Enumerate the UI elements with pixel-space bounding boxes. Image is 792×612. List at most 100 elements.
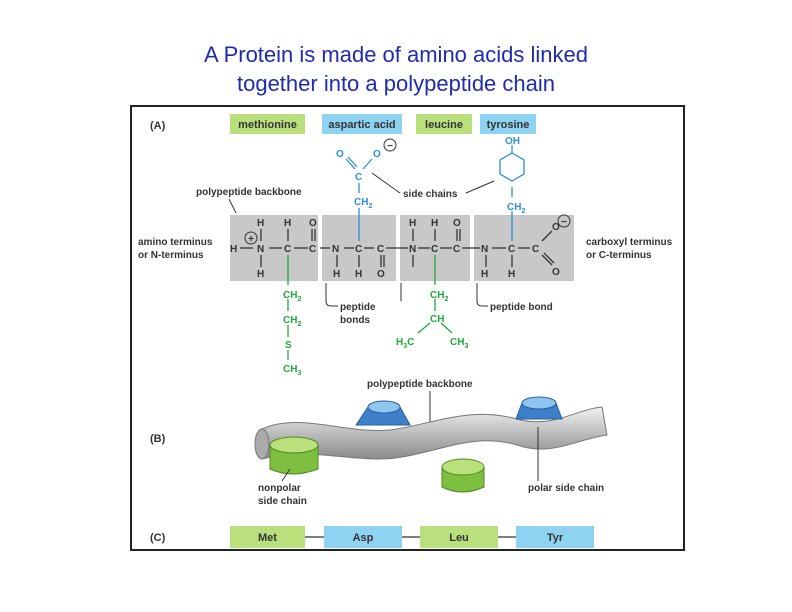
- negative-charge-sign-c: −: [561, 217, 567, 228]
- met-ch2-a: CH2: [283, 290, 301, 303]
- asp-ch2: CH2: [354, 197, 372, 210]
- title-line-2: together into a polypeptide chain: [236, 71, 555, 96]
- atom-h1c: H: [284, 218, 291, 229]
- leu-ch: CH: [430, 314, 444, 325]
- atom-c3a: C: [431, 244, 438, 255]
- asp-box: [324, 526, 402, 548]
- met-ch3: CH3: [283, 364, 301, 377]
- leu-ch2: CH2: [430, 290, 448, 303]
- tyr-oh: OH: [505, 136, 520, 147]
- leu-box: [420, 526, 498, 548]
- peptide-bond-bracket: [476, 283, 488, 307]
- atom-h1a: H: [257, 218, 264, 229]
- aspartic-acid-label: aspartic acid: [328, 119, 395, 131]
- backbone-bonds: [240, 229, 555, 267]
- leucine-side-chain-bonds: [417, 255, 453, 334]
- leu-abbr: Leu: [449, 532, 469, 544]
- atom-o2: O: [377, 269, 385, 280]
- peptide-bonds-label-1: peptide: [340, 302, 376, 313]
- met-abbr: Met: [258, 532, 277, 544]
- methionine-label: methionine: [238, 119, 297, 131]
- tyrosine-side-chain-bonds: [499, 145, 525, 241]
- met-box: [230, 526, 305, 548]
- leu-ch3: CH3: [450, 337, 468, 350]
- positive-charge-sign: +: [248, 234, 254, 245]
- nonpolar-label-1: nonpolar: [258, 483, 301, 494]
- met-ch2-b: CH2: [283, 315, 301, 328]
- amino-terminus-label: amino terminus: [138, 237, 213, 248]
- atom-h3b: H: [431, 218, 438, 229]
- tyrosine-box: [480, 114, 536, 134]
- backbone-pointer: [228, 198, 237, 214]
- atom-n3: N: [409, 244, 416, 255]
- asp-o1: O: [336, 149, 344, 160]
- atom-h4a: H: [481, 269, 488, 280]
- nonpolar-label-2: side chain: [258, 496, 307, 507]
- atom-o3: O: [453, 218, 461, 229]
- peptide-bonds-bracket: [325, 283, 338, 307]
- asp-abbr: Asp: [353, 532, 374, 544]
- leu-h3c: H3C: [396, 337, 414, 350]
- tyr-ch2: CH2: [507, 202, 525, 215]
- polar-side-chain-2: [515, 396, 563, 420]
- slide-title: A Protein is made of amino acids linked …: [0, 40, 792, 98]
- negative-charge-icon-c: [557, 214, 571, 228]
- atom-c2b: C: [377, 244, 384, 255]
- atom-h2b: H: [355, 269, 362, 280]
- positive-charge-icon: [244, 231, 258, 245]
- atom-c1a: C: [284, 244, 291, 255]
- atom-h2a: H: [333, 269, 340, 280]
- atom-c3b: C: [453, 244, 460, 255]
- atom-o4b: O: [552, 267, 560, 278]
- atom-n1: N: [257, 244, 264, 255]
- atom-h-n: H: [230, 244, 237, 255]
- atom-h1b: H: [257, 269, 264, 280]
- side-chain-pointer-asp: [371, 172, 401, 194]
- protein-diagram: (A) methionine aspartic acid leucine tyr…: [138, 114, 673, 548]
- atom-c1b: C: [309, 244, 316, 255]
- atom-c2a: C: [355, 244, 362, 255]
- asp-o2: O: [373, 149, 381, 160]
- panel-c-tag: (C): [150, 532, 166, 544]
- methionine-box: [230, 114, 305, 134]
- negative-charge-sign-asp: −: [387, 141, 393, 152]
- atom-h4b: H: [508, 269, 515, 280]
- n-terminus-label: or N-terminus: [138, 250, 204, 261]
- nonpolar-pointer: [281, 468, 291, 482]
- backbone-tube: [261, 406, 608, 460]
- tyr-box: [516, 526, 594, 548]
- negative-charge-icon-asp: [383, 138, 397, 152]
- c-terminus-label: or C-terminus: [586, 250, 652, 261]
- tyrosine-label: tyrosine: [487, 119, 530, 131]
- nonpolar-side-chain-2: [441, 458, 485, 493]
- leucine-box: [416, 114, 472, 134]
- atom-h3a: H: [409, 218, 416, 229]
- protein-figure: (A) methionine aspartic acid leucine tyr…: [130, 105, 685, 551]
- aspartic-acid-box: [322, 114, 402, 134]
- asp-c: C: [355, 172, 362, 183]
- polypeptide-backbone-label: polypeptide backbone: [196, 187, 302, 198]
- leucine-label: leucine: [425, 119, 463, 131]
- atom-c4a: C: [508, 244, 515, 255]
- aspartic-side-chain-bonds: [345, 156, 373, 241]
- peptide-bond-label: peptide bond: [490, 302, 553, 313]
- nonpolar-side-chain-1: [269, 436, 319, 475]
- polar-side-chain-1: [355, 400, 411, 426]
- atom-n4: N: [481, 244, 488, 255]
- atom-c4b: C: [532, 244, 539, 255]
- atom-o4a: O: [552, 222, 560, 233]
- met-s: S: [285, 340, 292, 351]
- atom-o1: O: [309, 218, 317, 229]
- carboxyl-terminus-label: carboxyl terminus: [586, 237, 673, 248]
- panel-b-tag: (B): [150, 433, 166, 445]
- peptide-bonds-label-2: bonds: [340, 315, 370, 326]
- panel-a-tag: (A): [150, 120, 166, 132]
- polar-side-chain-label: polar side chain: [528, 483, 604, 494]
- atom-n2: N: [332, 244, 339, 255]
- title-line-1: A Protein is made of amino acids linked: [204, 42, 588, 67]
- side-chains-label: side chains: [403, 189, 458, 200]
- side-chain-pointer-tyr: [465, 180, 495, 194]
- backbone-tube-end: [254, 428, 270, 460]
- tyr-abbr: Tyr: [547, 532, 564, 544]
- polypeptide-backbone-b-label: polypeptide backbone: [367, 379, 473, 390]
